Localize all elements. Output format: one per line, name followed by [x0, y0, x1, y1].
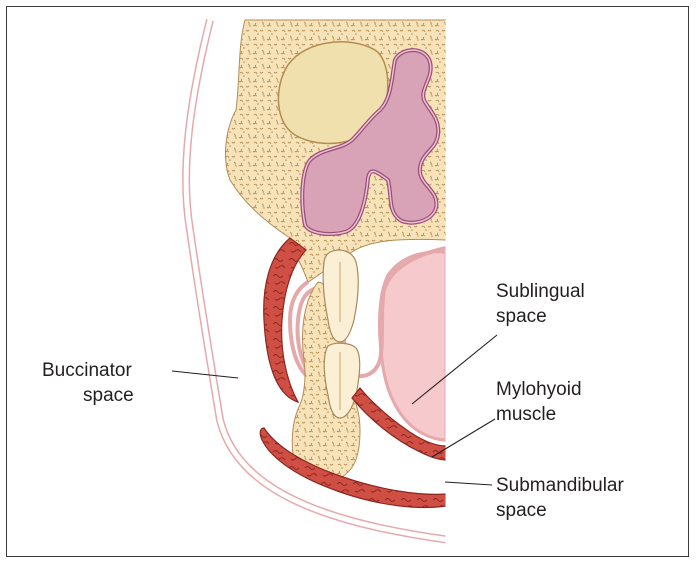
submandibular-label: Submandibular space [496, 473, 624, 523]
sublingual-label-line2: space [496, 304, 585, 329]
buccinator-label-line2: space [42, 383, 134, 408]
submandibular-leader [445, 482, 492, 485]
mylohyoid-label-line2: muscle [496, 402, 582, 427]
submandibular-label-line2: space [496, 498, 624, 523]
sublingual-label-line1: Sublingual [496, 279, 585, 304]
submandibular-label-line1: Submandibular [496, 473, 624, 498]
buccinator-leader [172, 371, 238, 378]
sublingual-label: Sublingual space [496, 279, 585, 329]
buccinator-label-line1: Buccinator [42, 358, 134, 383]
mylohyoid-label: Mylohyoid muscle [496, 377, 582, 427]
buccinator-label: Buccinator space [42, 358, 134, 408]
mylohyoid-label-line1: Mylohyoid [496, 377, 582, 402]
